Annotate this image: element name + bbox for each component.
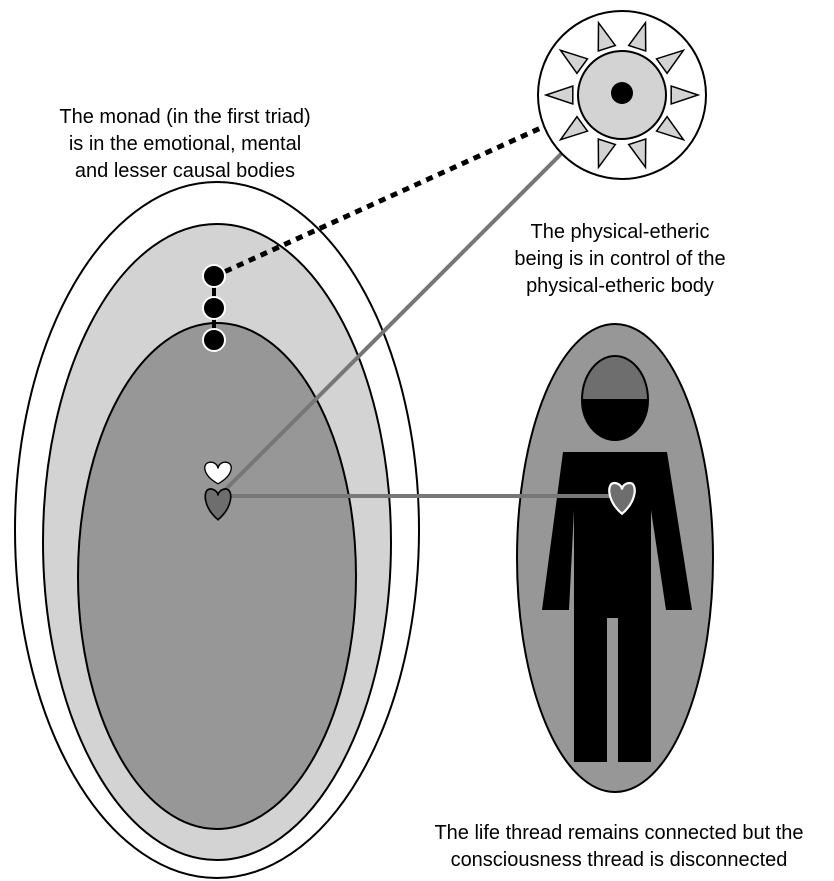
monad-star-symbol xyxy=(538,11,706,179)
threads-description-label: The life thread remains connected but th… xyxy=(404,820,834,874)
triad-dot-icon xyxy=(203,329,225,351)
triad-dot-icon xyxy=(203,297,225,319)
label-line: The physical-etheric xyxy=(450,219,790,246)
label-line: is in the emotional, mental xyxy=(10,131,360,158)
label-line: physical-etheric body xyxy=(450,273,790,300)
first-triad-dots xyxy=(203,265,225,351)
physical-etheric-being xyxy=(517,324,713,792)
label-line: The life thread remains connected but th… xyxy=(404,820,834,847)
physical-etheric-description-label: The physical-etheric being is in control… xyxy=(450,219,790,300)
triad-dot-icon xyxy=(203,265,225,287)
label-line: consciousness thread is disconnected xyxy=(404,847,834,874)
label-line: and lesser causal bodies xyxy=(10,158,360,185)
monad-dot-icon xyxy=(611,82,633,104)
label-line: The monad (in the first triad) xyxy=(10,104,360,131)
monad-description-label: The monad (in the first triad) is in the… xyxy=(10,104,360,185)
label-line: being is in control of the xyxy=(450,246,790,273)
